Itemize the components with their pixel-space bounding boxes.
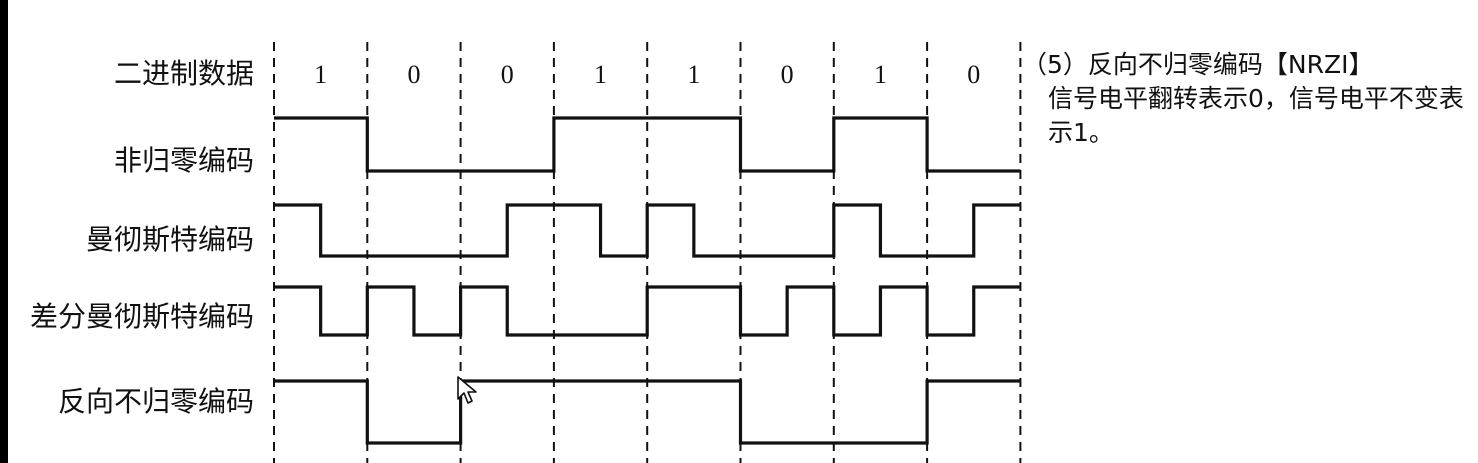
bit-value: 1 — [314, 60, 327, 89]
row-label: 二进制数据 — [114, 57, 254, 90]
signal-waveform — [274, 203, 1021, 258]
bit-boundary-lines — [273, 42, 1022, 463]
bit-value: 1 — [594, 60, 607, 89]
binary-data-bits: 1 0 0 1 1 0 1 0 — [314, 60, 980, 89]
nrzi-note-heading: （5）反向不归零编码【NRZI】 — [1022, 50, 1374, 79]
left-edge-bar — [0, 0, 8, 463]
mouse-pointer-icon — [457, 376, 477, 404]
signal-waveform — [274, 116, 1021, 173]
row-label: 差分曼彻斯特编码 — [30, 300, 254, 333]
signal-waveform — [274, 379, 1021, 445]
bit-value: 1 — [874, 60, 887, 89]
bit-value: 0 — [501, 60, 514, 89]
bit-value: 0 — [967, 60, 980, 89]
signal-waveform — [274, 285, 1021, 337]
row-label: 反向不归零编码 — [58, 385, 254, 418]
bit-value: 0 — [407, 60, 420, 89]
row-label: 曼彻斯特编码 — [86, 223, 254, 256]
nrzi-note: （5）反向不归零编码【NRZI】 信号电平翻转表示0，信号电平不变表示1。 — [1022, 48, 1472, 150]
row-label: 非归零编码 — [114, 144, 254, 177]
bit-value: 0 — [781, 60, 794, 89]
nrzi-note-body: 信号电平翻转表示0，信号电平不变表示1。 — [1048, 84, 1464, 147]
bit-value: 1 — [687, 60, 700, 89]
signal-waveforms — [274, 116, 1021, 445]
